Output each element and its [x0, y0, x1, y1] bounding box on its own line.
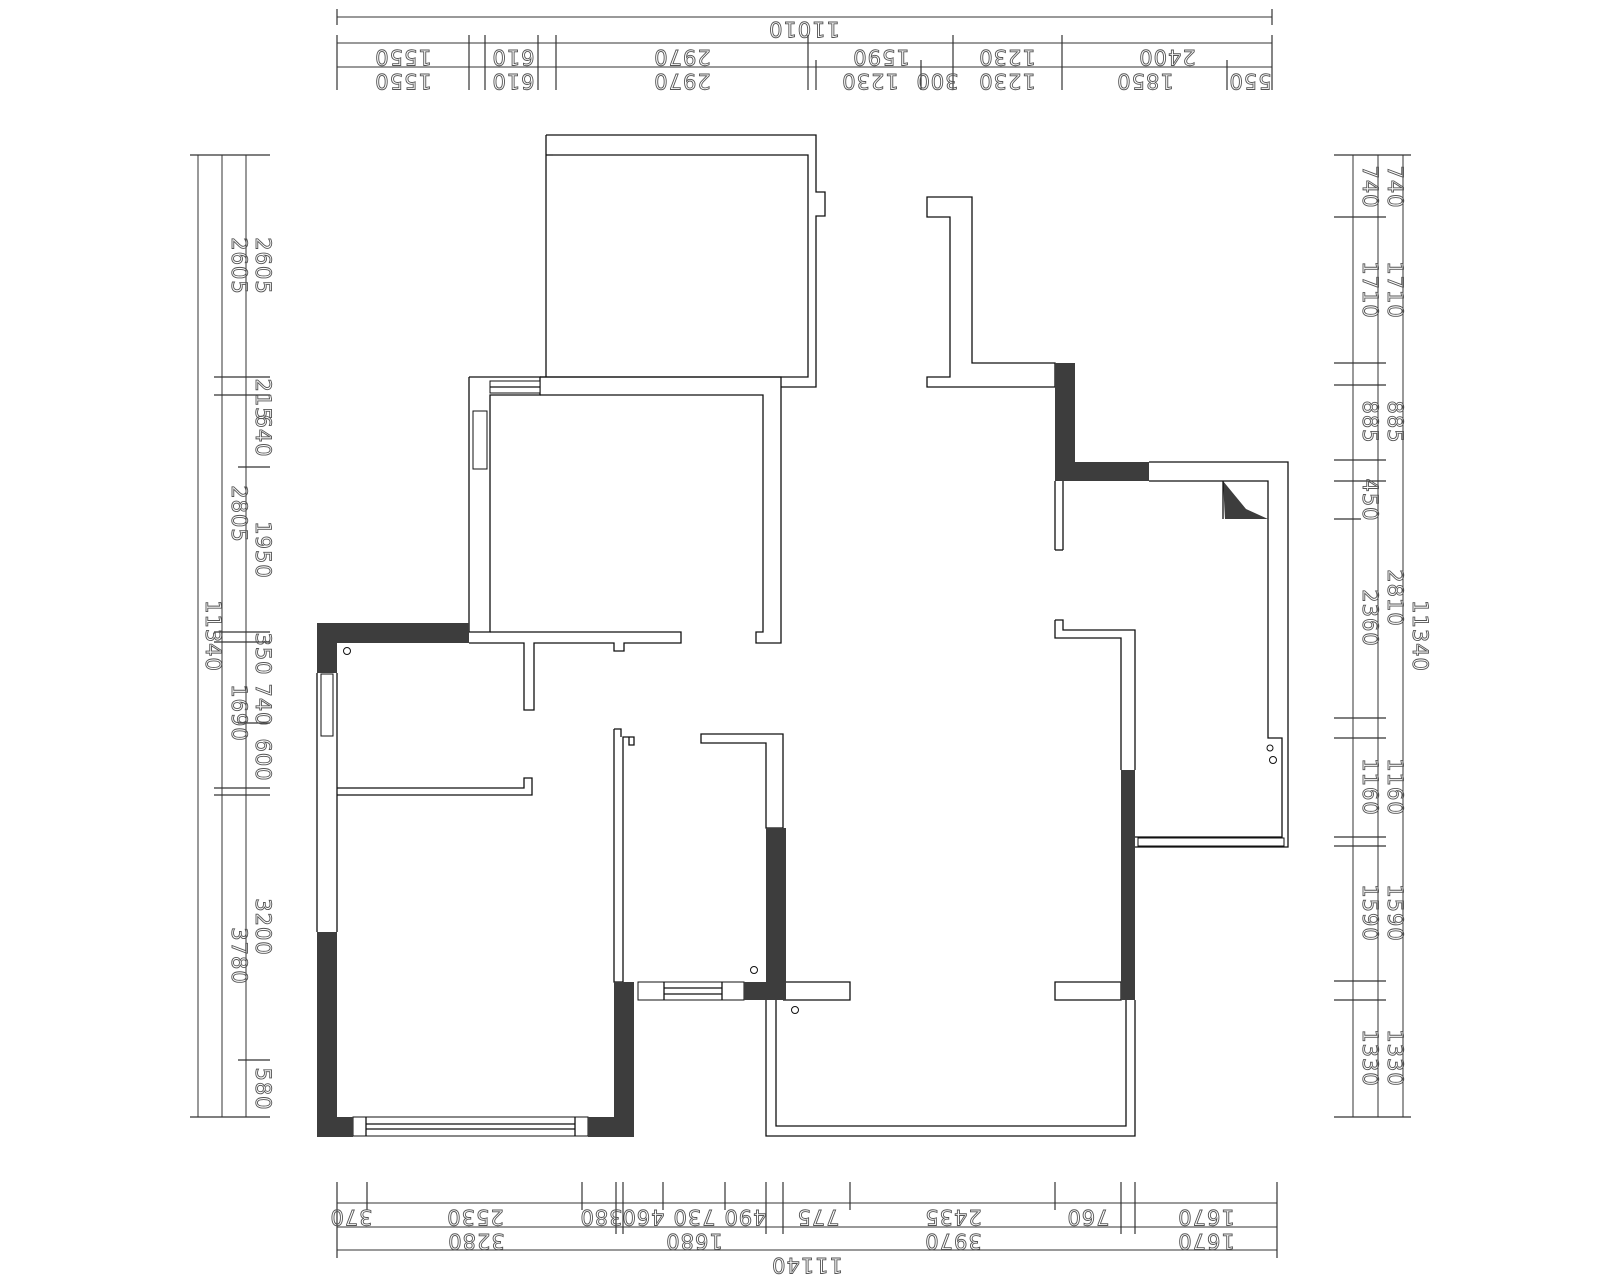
dim-left-total: 11340 [201, 600, 225, 672]
corner-fixture [1223, 481, 1268, 519]
dim-bot-r2-0: 3280 [447, 1229, 504, 1253]
dim-bot-r1-8: 760 [1066, 1205, 1109, 1229]
dim-right-inner-4: 2360 [1358, 589, 1382, 646]
dim-bot-r2-2: 3970 [924, 1229, 981, 1253]
dim-left-inner-2: 640 [251, 414, 275, 457]
drain-fixture [343, 647, 351, 655]
dim-right-inner-3: 450 [1358, 478, 1382, 521]
drain-fixture [1269, 756, 1277, 764]
fixtures [343, 647, 1277, 1014]
solid-walls [317, 363, 1268, 1137]
dim-bot-r1-6: 775 [796, 1205, 839, 1229]
dim-top-r2-0: 1550 [374, 69, 431, 93]
dim-top-r1-5: 2400 [1138, 45, 1195, 69]
dim-top-r1-1: 610 [491, 45, 534, 69]
dim-top-r1-3: 1590 [852, 45, 909, 69]
dim-bot-r1-3: 460 [621, 1205, 664, 1229]
dim-top-r1-0: 1550 [374, 45, 431, 69]
dim-bot-r1-2: 380 [579, 1205, 622, 1229]
dim-right-inner-1: 1710 [1358, 261, 1382, 318]
dim-bot-r1-5: 490 [723, 1205, 766, 1229]
dim-right-inner-6: 1590 [1358, 884, 1382, 941]
right-dimensions: 740 1710 885 450 2360 1160 1590 1330 740… [1334, 154, 1432, 1118]
dim-top-r2-6: 1850 [1116, 69, 1173, 93]
dim-bot-r1-4: 730 [672, 1205, 715, 1229]
dim-right-outer-3: 2810 [1383, 569, 1407, 626]
dim-left-outer-0: 2605 [227, 237, 251, 294]
dim-right-total: 11340 [1408, 600, 1432, 672]
dim-right-outer-6: 1330 [1383, 1029, 1407, 1086]
dim-right-outer-5: 1590 [1383, 884, 1407, 941]
walls [316, 134, 1289, 1137]
dim-bot-r1-9: 1670 [1177, 1205, 1234, 1229]
dim-right-outer-1: 1710 [1383, 261, 1407, 318]
drain-fixture [750, 966, 758, 974]
dim-left-inner-4: 350 [251, 632, 275, 675]
dim-top-r2-2: 2970 [653, 69, 710, 93]
dim-top-r2-7: 550 [1228, 69, 1271, 93]
drain-fixture [1266, 744, 1274, 752]
dim-top-r2-1: 610 [491, 69, 534, 93]
dim-top-r2-4: 300 [915, 69, 958, 93]
dim-top-r1-2: 2970 [653, 45, 710, 69]
dim-left-inner-1: 215 [251, 378, 275, 421]
dim-top-r2-3: 1230 [841, 69, 898, 93]
dim-top-r2-5: 1230 [978, 69, 1035, 93]
top-dimensions: 11010 1550 610 2970 1590 1230 2400 1550 … [336, 9, 1273, 93]
dim-left-inner-8: 580 [251, 1067, 275, 1110]
dim-bot-r1-7: 2435 [924, 1205, 981, 1229]
dim-bot-r2-1: 1680 [665, 1229, 722, 1253]
dim-right-outer-4: 1160 [1383, 758, 1407, 815]
dim-right-outer-2: 885 [1383, 400, 1407, 443]
dim-left-inner-6: 600 [251, 738, 275, 781]
left-dimensions: 11340 2605 2805 1690 3780 2605 215 640 1… [190, 154, 275, 1118]
dim-left-inner-0: 2605 [251, 237, 275, 294]
dim-right-outer-0: 740 [1383, 165, 1407, 208]
dim-top-total: 11010 [768, 17, 840, 41]
dim-right-inner-7: 1330 [1358, 1029, 1382, 1086]
dim-left-outer-1: 2805 [227, 485, 251, 542]
dim-left-inner-5: 740 [251, 683, 275, 726]
dim-bot-r1-0: 370 [329, 1205, 372, 1229]
dim-right-inner-0: 740 [1358, 165, 1382, 208]
dim-bot-total: 11140 [771, 1253, 843, 1277]
dim-top-r1-4: 1230 [978, 45, 1035, 69]
dim-right-inner-2: 885 [1358, 400, 1382, 443]
dim-bot-r1-1: 2530 [446, 1205, 503, 1229]
drain-fixture [791, 1006, 799, 1014]
bottom-dimensions: 370 2530 380 460 730 490 775 2435 760 16… [329, 1182, 1278, 1277]
dim-left-outer-2: 1690 [227, 684, 251, 741]
dim-right-inner-5: 1160 [1358, 758, 1382, 815]
dim-left-inner-7: 3200 [251, 898, 275, 955]
dim-left-outer-3: 3780 [227, 927, 251, 984]
dim-bot-r2-3: 1670 [1177, 1229, 1234, 1253]
dim-left-inner-3: 1950 [251, 521, 275, 578]
